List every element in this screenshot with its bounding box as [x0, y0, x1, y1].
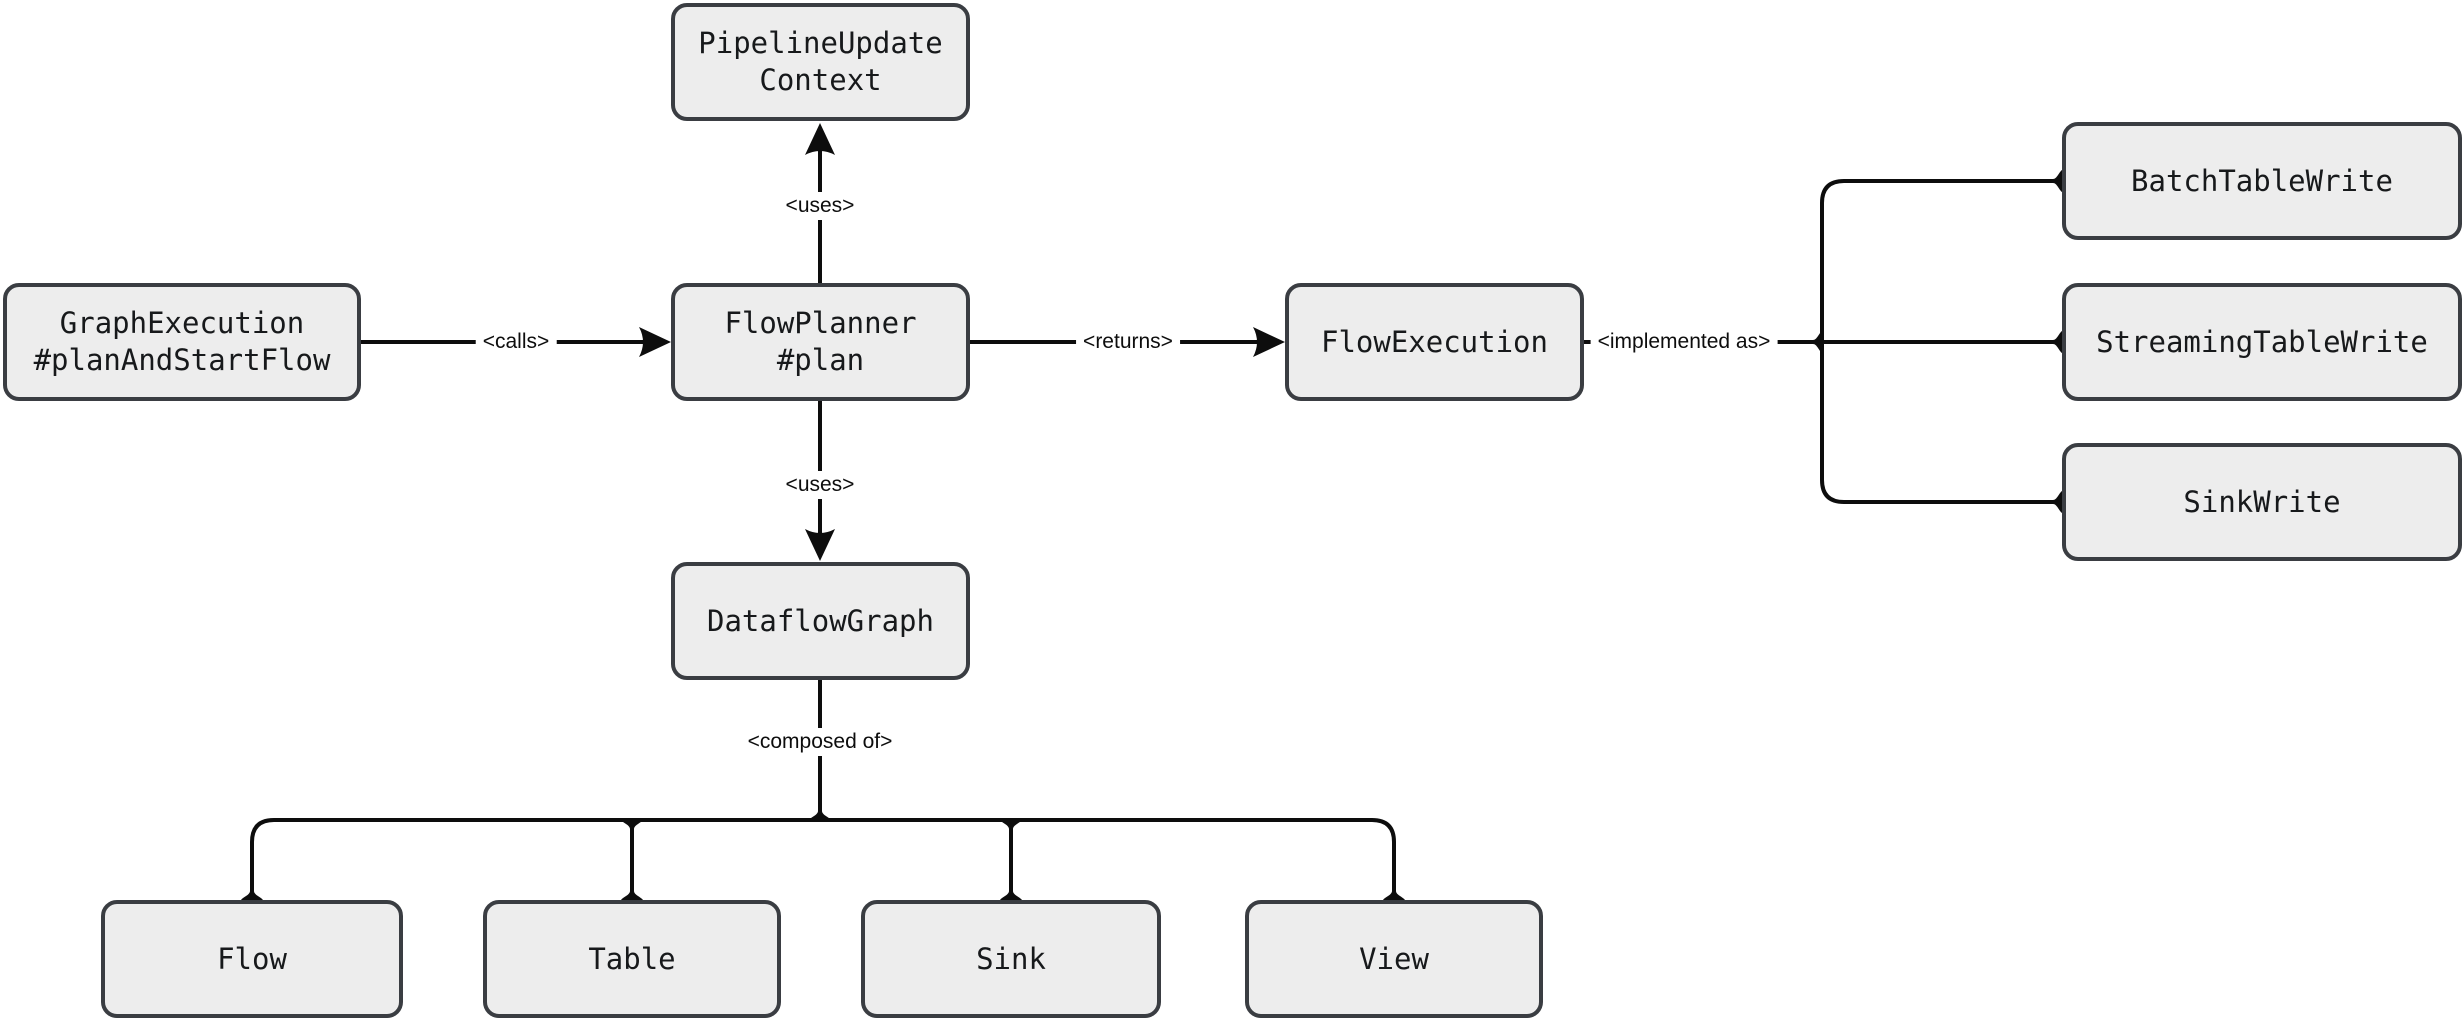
edge-label-uses-top: <uses>	[778, 192, 862, 220]
node-sink-write: SinkWrite	[2062, 443, 2462, 561]
connection-flare-sink-write	[2046, 491, 2062, 513]
edge-uses-bottom-arrowhead	[805, 529, 835, 561]
node-dataflow-graph-label: DataflowGraph	[707, 603, 934, 638]
node-table: Table	[483, 900, 781, 1018]
node-sink-write-label: SinkWrite	[2183, 484, 2341, 519]
node-pipeline-update-context: PipelineUpdate Context	[671, 3, 970, 121]
connection-flare-batch-table-write	[2046, 170, 2062, 192]
node-streaming-table-write-label: StreamingTableWrite	[2096, 324, 2428, 359]
node-pipeline-update-context-label: PipelineUpdate Context	[698, 26, 943, 97]
edge-label-composed-of: <composed of>	[740, 728, 900, 756]
node-flow-planner: FlowPlanner #plan	[671, 283, 970, 401]
node-flow-label: Flow	[217, 941, 287, 976]
node-sink-label: Sink	[976, 941, 1046, 976]
edge-composed-of-bus	[250, 818, 1396, 898]
edge-label-implemented-as: <implemented as>	[1590, 328, 1778, 356]
junction-flare-trunk	[1806, 331, 1822, 353]
node-view-label: View	[1359, 941, 1429, 976]
connection-flare-flow	[241, 884, 263, 900]
edge-returns-arrowhead	[1253, 327, 1285, 357]
edge-label-calls: <calls>	[475, 328, 557, 356]
node-graph-execution: GraphExecution #planAndStartFlow	[3, 283, 361, 401]
node-batch-table-write-label: BatchTableWrite	[2131, 163, 2393, 198]
node-flow-planner-label: FlowPlanner #plan	[724, 306, 917, 377]
node-streaming-table-write: StreamingTableWrite	[2062, 283, 2462, 401]
node-flow: Flow	[101, 900, 403, 1018]
node-flow-execution: FlowExecution	[1285, 283, 1584, 401]
node-table-label: Table	[588, 941, 676, 976]
node-flow-execution-label: FlowExecution	[1321, 324, 1548, 359]
node-graph-execution-label: GraphExecution #planAndStartFlow	[33, 306, 331, 377]
edge-label-returns: <returns>	[1076, 328, 1180, 356]
connection-flare-sink	[1000, 884, 1022, 900]
edge-label-uses-bottom: <uses>	[778, 471, 862, 499]
connection-flare-table	[621, 884, 643, 900]
edge-uses-top-arrowhead	[805, 123, 835, 155]
node-view: View	[1245, 900, 1543, 1018]
junction-flare-bus-center	[809, 804, 831, 820]
connection-flare-view	[1383, 884, 1405, 900]
node-sink: Sink	[861, 900, 1161, 1018]
node-batch-table-write: BatchTableWrite	[2062, 122, 2462, 240]
node-dataflow-graph: DataflowGraph	[671, 562, 970, 680]
connection-flare-streaming-table-write	[2046, 331, 2062, 353]
junction-flare-bus-sink	[1000, 820, 1022, 836]
junction-flare-bus-table	[621, 820, 643, 836]
edge-calls-arrowhead	[639, 327, 671, 357]
